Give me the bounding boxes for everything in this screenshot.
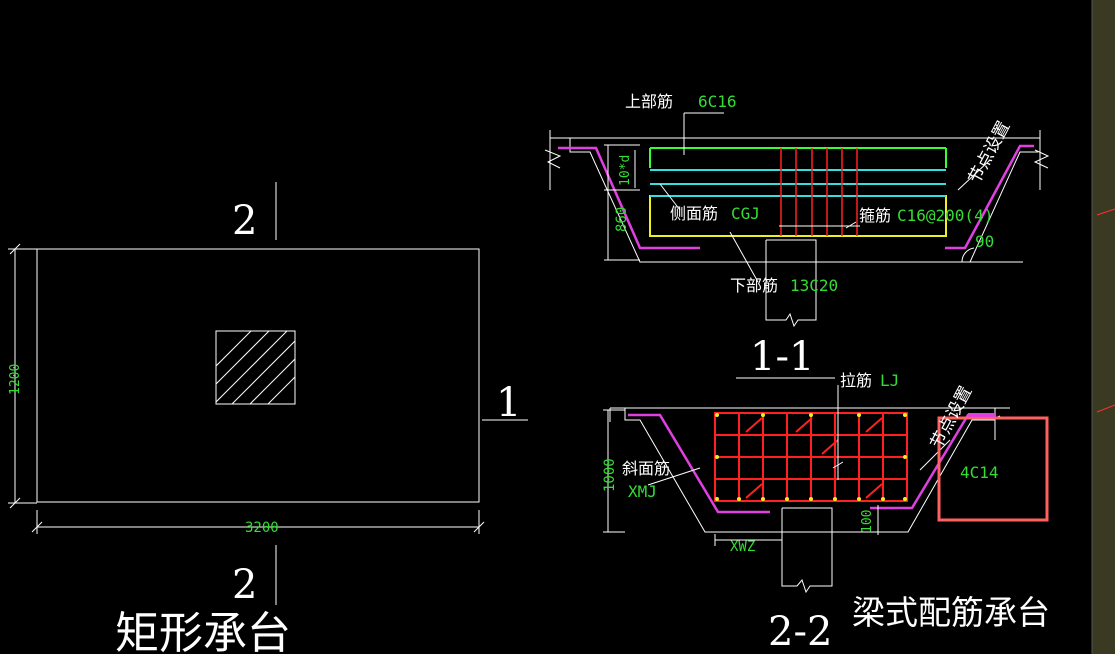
stirrup-value: C16@200(4) [897, 206, 993, 225]
dim-860: 860 [614, 207, 630, 232]
section-2-2-title: 2-2 [768, 609, 832, 654]
section-mark-top: 2 [232, 198, 257, 244]
plan-outline [36, 248, 480, 503]
side-bar-value: CGJ [731, 204, 760, 223]
highlight-box [937, 416, 1049, 522]
tie-bar-value: LJ [880, 371, 899, 390]
slope-bar-value: XMJ [628, 482, 657, 501]
plan-dim-height: 1200 [8, 364, 23, 395]
plan-caption: 矩形承台 [115, 608, 291, 654]
dim-10d: 10*d [618, 155, 633, 186]
dim-1000: 1000 [602, 458, 618, 492]
corner-bar-value: 4C14 [960, 463, 999, 482]
section-2-2-caption: 梁式配筋承台 [852, 593, 1050, 632]
right-edge-strip [1091, 0, 1115, 654]
tie-bar-label: 拉筋 [840, 371, 872, 390]
section-mark-bottom: 2 [232, 562, 257, 608]
plan-view [8, 182, 528, 605]
section-2-2 [603, 385, 1049, 594]
side-bar-label: 侧面筋 [670, 204, 718, 223]
dim-100: 100 [860, 510, 875, 533]
node-setting-1: 节点设置 [965, 118, 1015, 187]
section-1-1-title: 1-1 [750, 334, 814, 380]
slope-bar-label: 斜面筋 [622, 459, 670, 478]
stirrup-label: 箍筋 [859, 206, 891, 225]
dim-width [31, 510, 485, 534]
top-bar-label: 上部筋 [625, 92, 673, 111]
dim-height [8, 243, 37, 509]
xwz-label: XWZ [730, 539, 755, 555]
bottom-bar-label: 下部筋 [730, 276, 778, 295]
bottom-bar-value: 13C20 [790, 276, 838, 295]
angle-value: 90 [975, 232, 994, 251]
top-bar-value: 6C16 [698, 92, 737, 111]
section-1-1 [544, 112, 1050, 379]
column-hatch [215, 330, 296, 405]
plan-dim-width: 3200 [245, 520, 279, 536]
section-mark-right: 1 [496, 380, 521, 426]
